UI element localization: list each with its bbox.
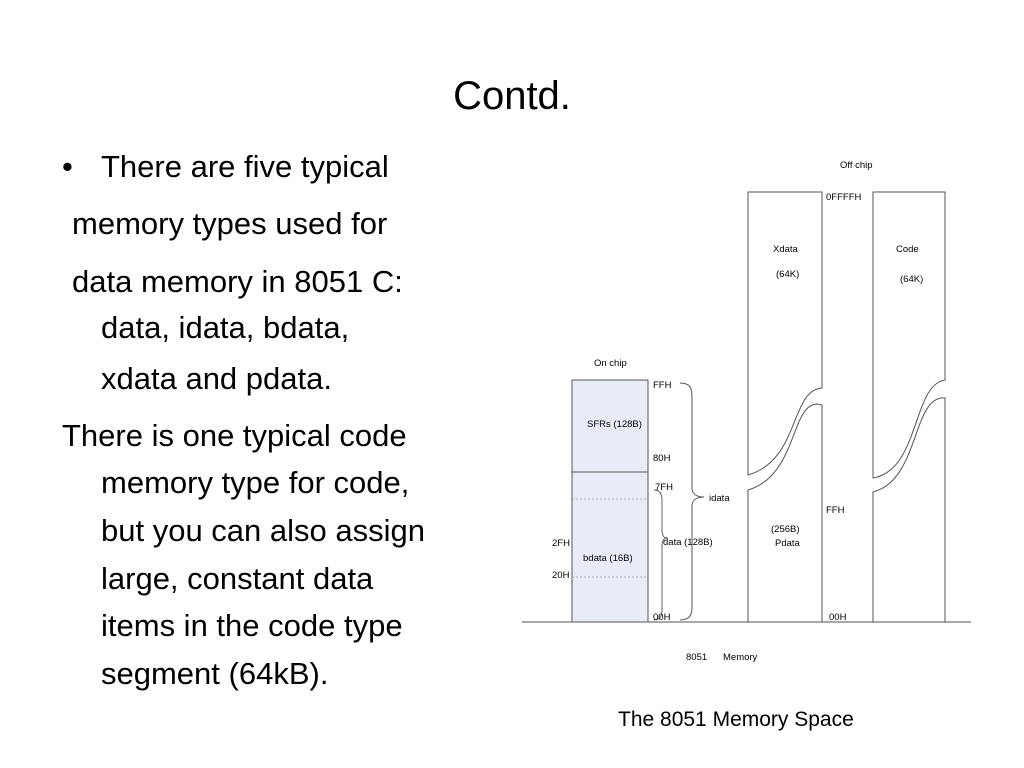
address-7fh-label: 7FH — [655, 482, 673, 493]
bullet-line: memory types used for — [72, 206, 388, 241]
paragraph-line: segment (64kB). — [101, 656, 329, 691]
xdata-label: Xdata — [773, 244, 799, 255]
pdata-label: Pdata — [775, 538, 801, 549]
idata-brace — [679, 382, 705, 621]
paragraph-line: items in the code type — [101, 608, 403, 643]
footer-memory-label: Memory — [723, 652, 758, 663]
bdata-label: bdata (16B) — [583, 553, 633, 564]
data-brace — [653, 489, 669, 621]
footer-8051-label: 8051 — [686, 652, 707, 663]
offchip-label: Off chip — [840, 160, 873, 171]
idata-label: idata — [709, 493, 730, 504]
code-column-upper — [872, 191, 946, 479]
sfrs-label: SFRs (128B) — [587, 419, 642, 430]
address-80h-label: 80H — [653, 453, 671, 464]
address-2fh-label: 2FH — [552, 538, 570, 549]
bullet-line: data, idata, bdata, — [101, 310, 350, 345]
onchip-column — [571, 379, 649, 623]
paragraph-line: There is one typical code — [62, 418, 407, 453]
code-label: Code — [896, 244, 919, 255]
bullet-marker: • — [62, 149, 73, 184]
bullet-line: data memory in 8051 C: — [72, 264, 403, 299]
paragraph-line: memory type for code, — [101, 465, 410, 500]
pdata-size-label: (256B) — [771, 524, 800, 535]
xdata-size-label: (64K) — [776, 269, 799, 280]
code-column-lower — [872, 397, 946, 623]
bullet-line: There are five typical — [101, 149, 389, 184]
paragraph-line: large, constant data — [101, 561, 374, 596]
address-0ffffh-label: 0FFFFH — [826, 192, 861, 203]
address-00h-label: 00H — [653, 612, 671, 623]
address-00h-xdata-label: 00H — [829, 612, 847, 623]
paragraph-line: but you can also assign — [101, 513, 425, 548]
bullet-text-block: • There are five typical memory types us… — [0, 0, 500, 768]
address-20h-label: 20H — [552, 570, 570, 581]
xdata-column-upper — [747, 191, 823, 476]
address-ffh-label: FFH — [653, 380, 672, 391]
code-size-label: (64K) — [900, 274, 923, 285]
slide-title: Contd. — [453, 74, 571, 118]
bullet-line: xdata and pdata. — [101, 361, 332, 396]
address-ffh-xdata-label: FFH — [826, 505, 845, 516]
data-label: data (128B) — [663, 537, 713, 548]
xdata-column-lower — [747, 403, 823, 623]
onchip-label: On chip — [594, 358, 627, 369]
diagram-caption: The 8051 Memory Space — [618, 708, 854, 731]
